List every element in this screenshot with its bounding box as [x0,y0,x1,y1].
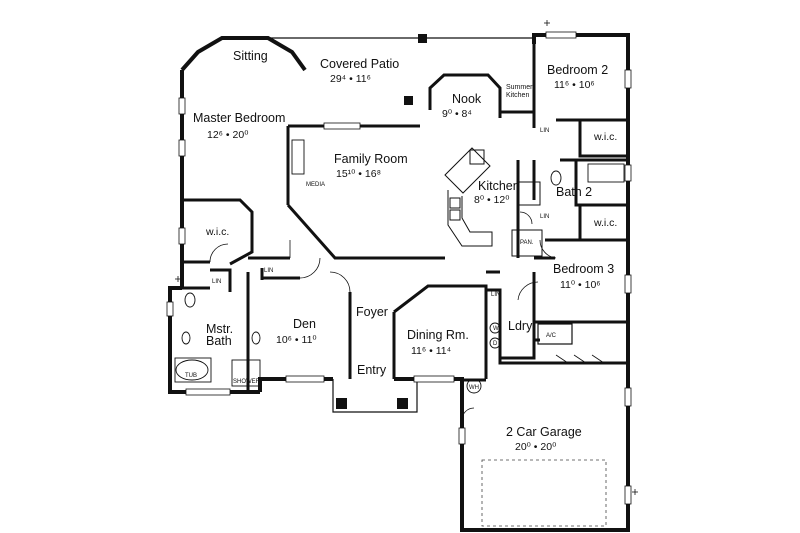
room-name-entry: Entry [357,363,387,377]
room-name-covered-patio: Covered Patio [320,57,399,71]
label-summer-kitchen-2: Kitchen [506,92,529,99]
doors [209,211,605,421]
label-summer-kitchen-1: Summer [506,84,533,91]
outlet-marks [175,20,638,495]
kitchen-counters [444,147,543,257]
room-name-master-bath-2: Bath [206,334,232,348]
room-dim-dining: 11⁶ • 11⁴ [411,345,451,357]
label-lin-kitchen: LIN [540,214,549,220]
room-dim-master-bedroom: 12⁶ • 20⁰ [207,129,249,141]
room-name-bath-2: Bath 2 [556,185,592,199]
label-lin-laundry: LIN [491,292,500,298]
room-dim-family-room: 15¹⁰ • 16⁸ [336,168,381,180]
room-name-family-room: Family Room [334,152,408,166]
small-labels: Summer Kitchen w.i.c. w.i.c. w.i.c. MEDI… [185,84,617,391]
label-wh: WH [469,385,479,391]
room-dim-nook: 9⁰ • 8⁴ [442,108,472,120]
windows [166,31,632,505]
label-wic-bed2-lower: w.i.c. [593,217,617,229]
room-dim-bedroom-2: 11⁶ • 10⁶ [554,79,595,91]
label-media: MEDIA [306,182,325,188]
room-dim-bedroom-3: 11⁰ • 10⁶ [560,279,601,291]
room-name-dining: Dining Rm. [407,328,469,342]
label-lin-hall: LIN [264,268,273,274]
room-name-bedroom-2: Bedroom 2 [547,63,608,77]
room-dim-garage: 20⁰ • 20⁰ [515,441,557,453]
label-pan: PAN. [520,240,534,246]
label-tub: TUB [185,373,197,379]
room-name-master-bath-1: Mstr. [206,322,233,336]
room-name-kitchen: Kitchen [478,179,520,193]
room-dim-covered-patio: 29⁴ • 11⁶ [330,73,371,85]
label-ac: A/C [546,333,557,339]
room-labels: Sitting Covered Patio 29⁴ • 11⁶ Bedroom … [193,49,614,453]
room-name-master-bedroom: Master Bedroom [193,111,285,125]
label-wic-master: w.i.c. [205,226,229,238]
room-name-nook: Nook [452,92,482,106]
room-dim-den: 10⁶ • 11⁰ [276,334,317,346]
interior-walls [170,44,628,392]
room-name-foyer: Foyer [356,305,388,319]
label-washer: W [493,326,499,332]
room-name-den: Den [293,317,316,331]
room-name-garage: 2 Car Garage [506,425,582,439]
label-wic-bed2-upper: w.i.c. [593,131,617,143]
room-name-bedroom-3: Bedroom 3 [553,262,614,276]
label-lin-master: LIN [212,279,221,285]
label-dryer: D [493,341,498,347]
label-lin-bed2: LIN [540,128,549,134]
label-shower: SHOWER [233,379,261,385]
room-dim-kitchen: 8⁰ • 12⁰ [474,194,510,206]
room-name-laundry: Ldry [508,319,533,333]
room-name-sitting: Sitting [233,49,268,63]
fixtures [174,139,625,527]
